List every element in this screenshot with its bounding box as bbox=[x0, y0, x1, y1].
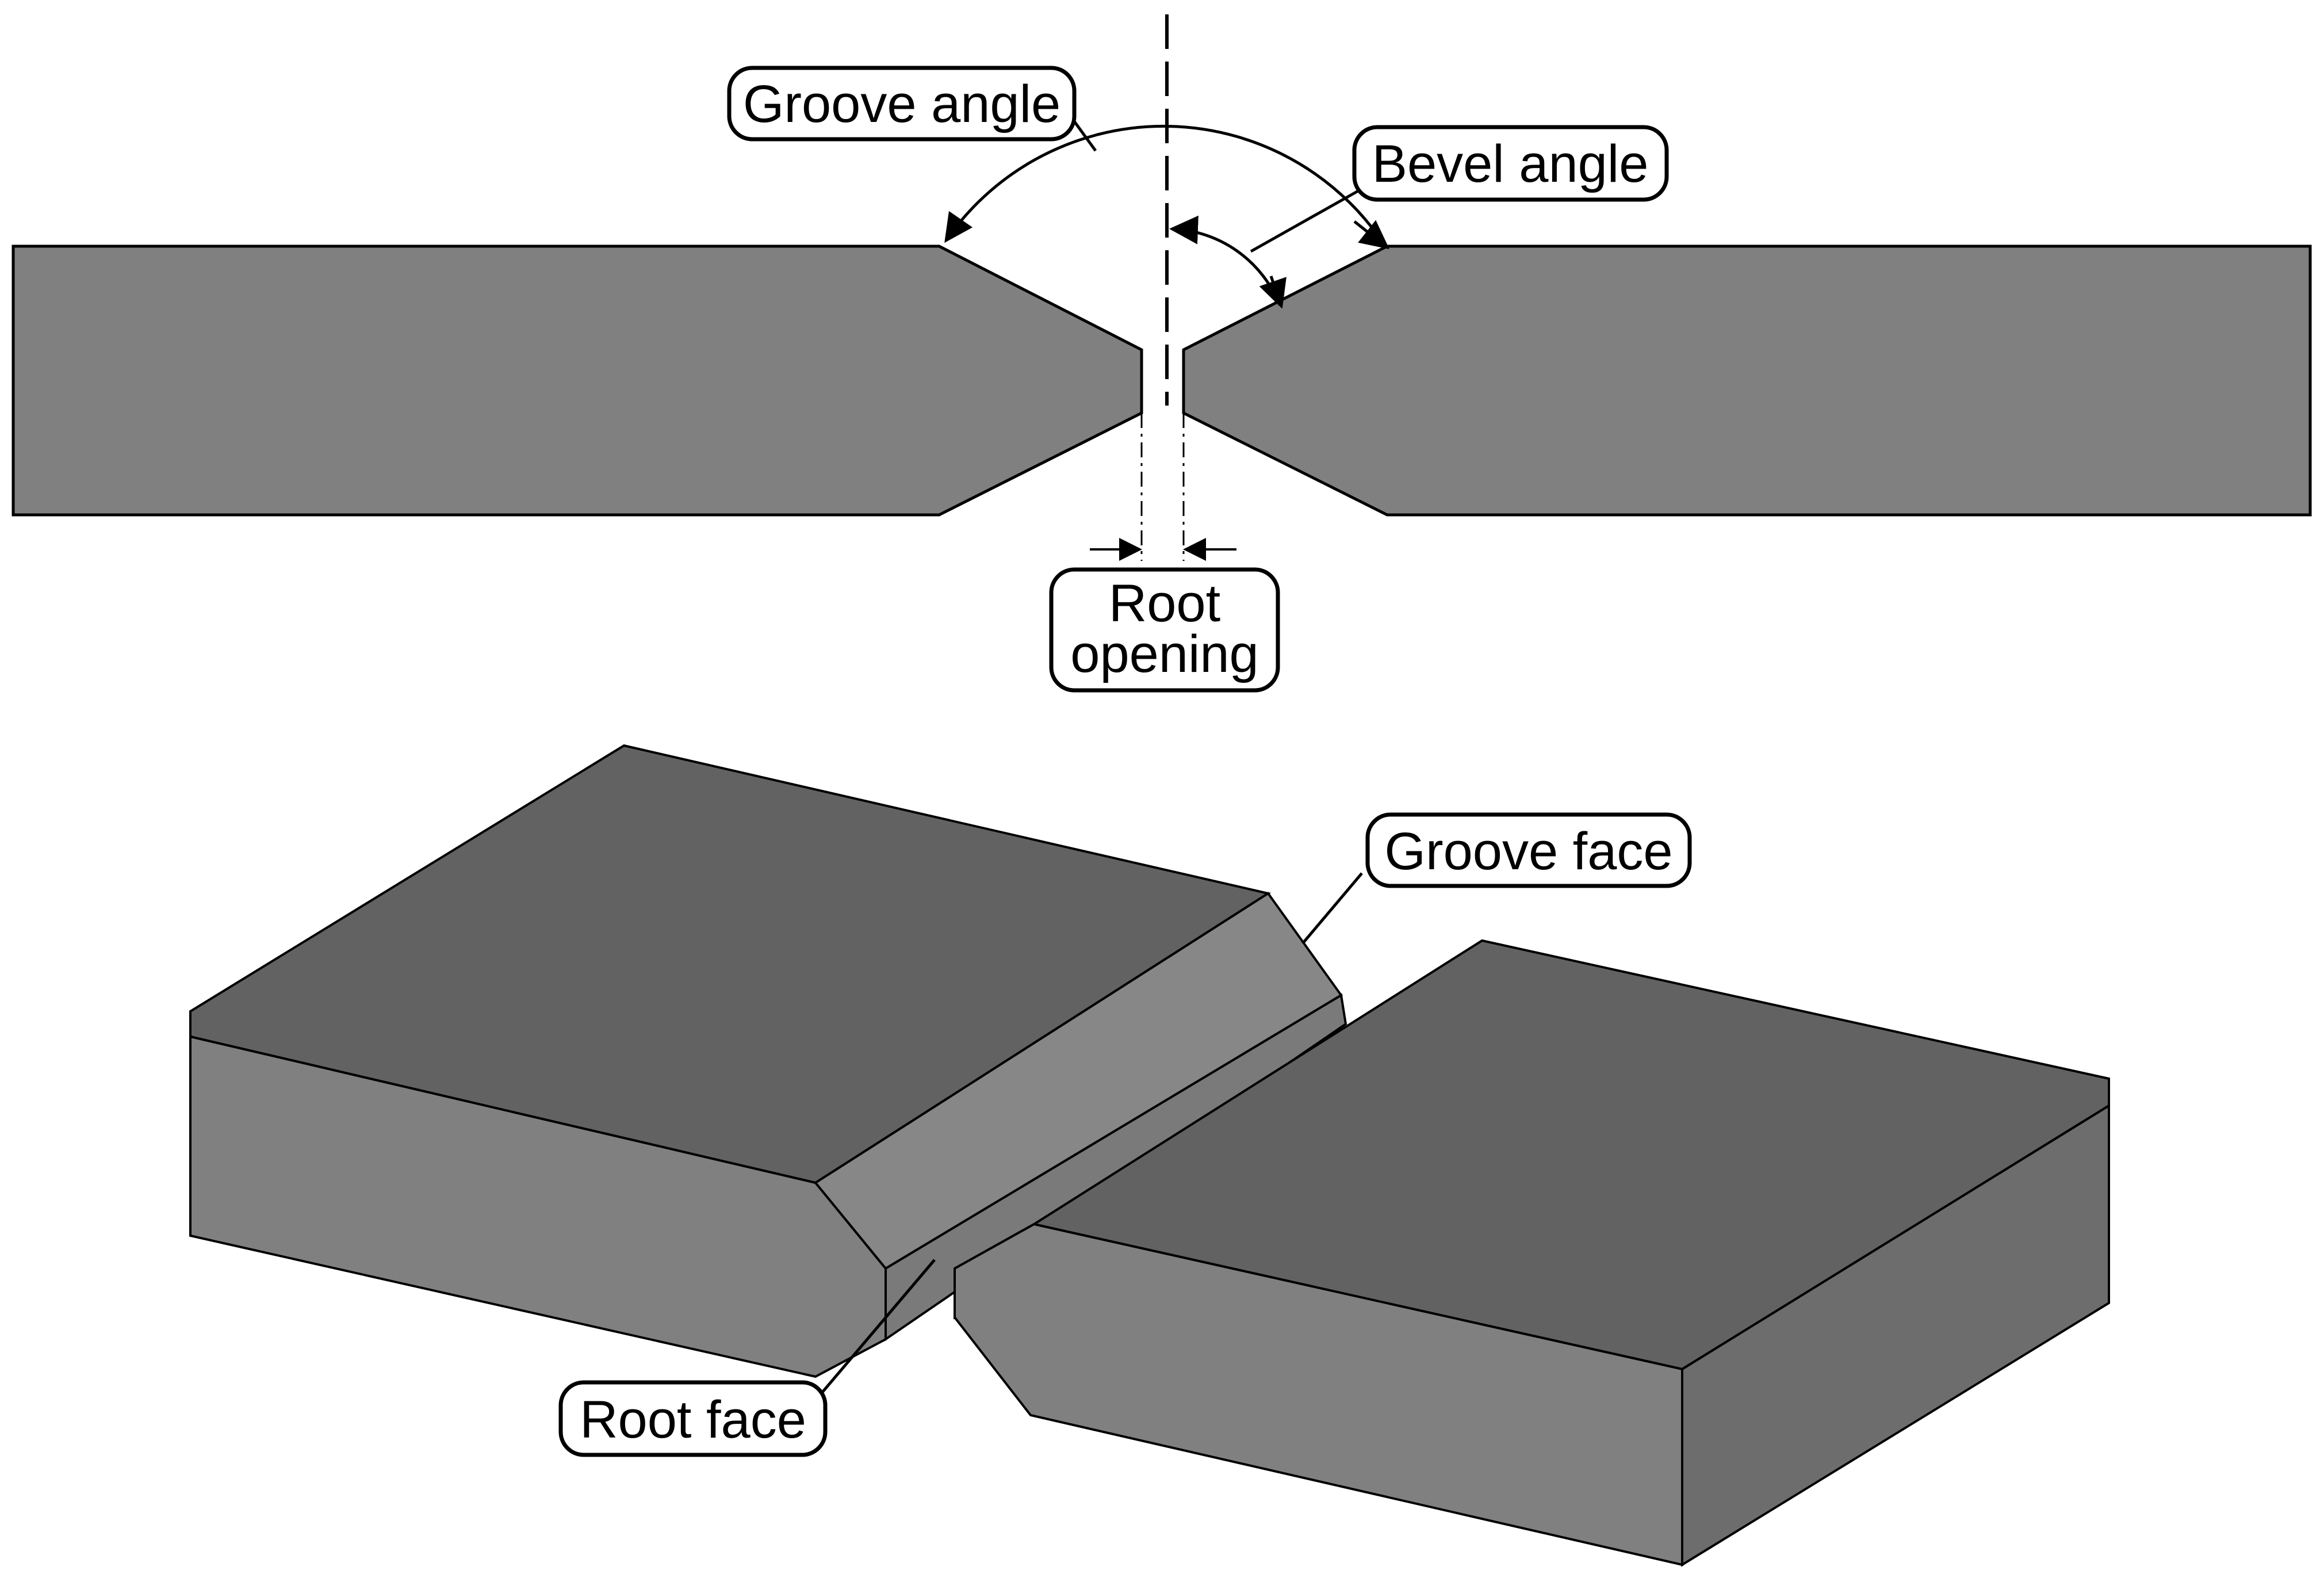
groove-angle-label: Groove angle bbox=[743, 75, 1060, 133]
groove-angle-arc-start-arrow bbox=[1353, 220, 1389, 250]
root-face-callout: Root face bbox=[558, 1380, 828, 1457]
root-face-label: Root face bbox=[580, 1390, 806, 1449]
groove-face-callout: Groove face bbox=[1365, 812, 1692, 888]
isometric-view: Groove face Root face bbox=[189, 744, 2110, 1567]
groove-face-leader bbox=[1301, 872, 1363, 945]
root-face-leader bbox=[821, 1259, 936, 1393]
root-opening-label-line1: Root bbox=[1109, 574, 1220, 633]
root-opening-callout: Root opening bbox=[1049, 567, 1280, 693]
bevel-angle-arc-end-arrow bbox=[1259, 276, 1287, 309]
cross-section-view: Groove angle Bevel angle Root opening bbox=[12, 14, 2312, 693]
root-opening-label-line2: opening bbox=[1070, 625, 1258, 683]
bevel-angle-arc bbox=[1169, 215, 1281, 305]
groove-angle-arc bbox=[944, 124, 1388, 249]
left-plate-section bbox=[12, 244, 1143, 517]
groove-angle-callout: Groove angle bbox=[727, 66, 1077, 142]
groove-face-label: Groove face bbox=[1384, 822, 1672, 881]
bevel-angle-leader bbox=[1250, 188, 1361, 253]
bevel-angle-label: Bevel angle bbox=[1372, 135, 1649, 193]
right-plate-section bbox=[1182, 244, 2312, 517]
right-plate-side-face bbox=[1681, 1103, 2110, 1567]
bevel-angle-callout: Bevel angle bbox=[1352, 125, 1669, 202]
